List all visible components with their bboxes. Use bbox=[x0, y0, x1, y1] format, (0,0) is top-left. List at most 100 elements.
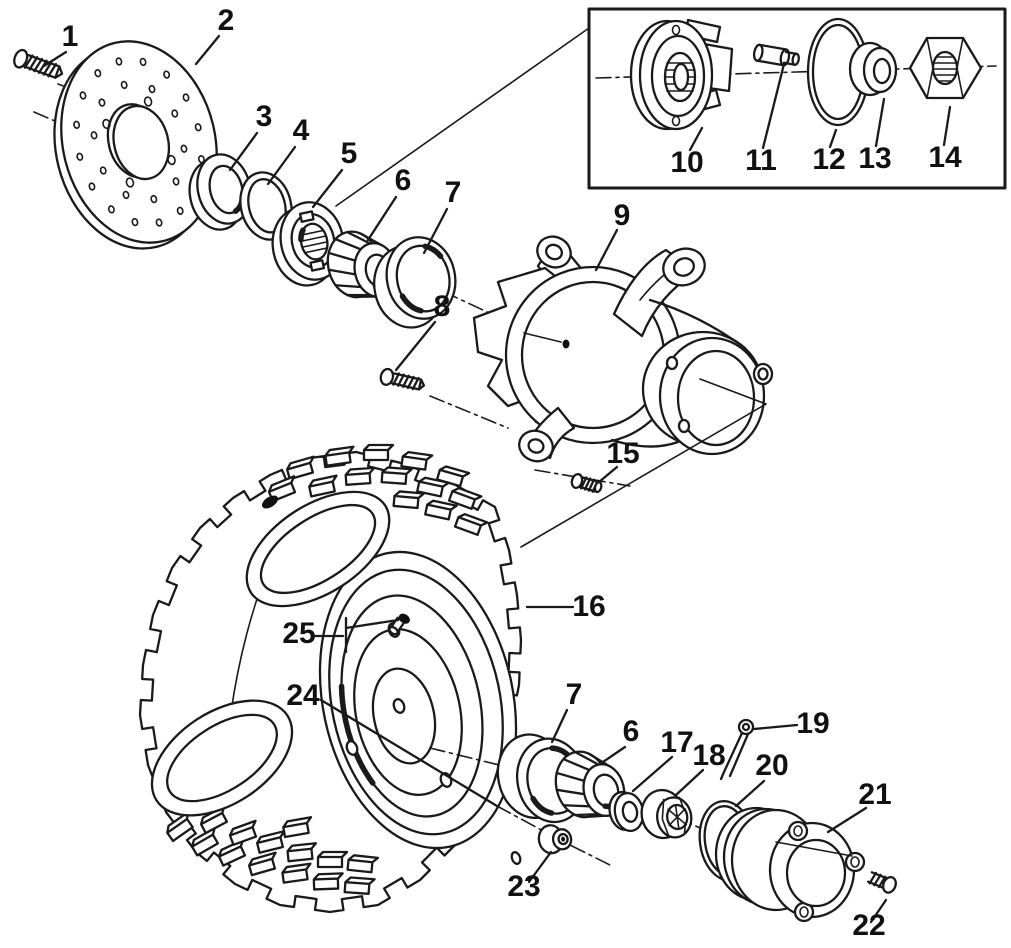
disc-hole bbox=[94, 69, 102, 78]
part-18-nut bbox=[640, 788, 693, 840]
disc-hole bbox=[180, 144, 188, 153]
rim-lug-hole bbox=[392, 698, 406, 714]
leader-24 bbox=[319, 698, 499, 808]
leader-25 bbox=[313, 616, 400, 654]
part-11-pin bbox=[752, 43, 800, 67]
disc-hole bbox=[150, 194, 158, 204]
tread-block bbox=[285, 455, 315, 481]
inset-detail-box bbox=[587, 7, 1007, 190]
callout-14: 14 bbox=[928, 141, 962, 174]
part-2-brake-disc bbox=[53, 40, 218, 250]
tread-block bbox=[282, 816, 313, 839]
disc-hole bbox=[79, 91, 87, 100]
callout-4: 4 bbox=[293, 114, 310, 147]
disc-hole bbox=[99, 166, 107, 175]
tread-block bbox=[308, 474, 338, 498]
disc-hole bbox=[98, 98, 106, 107]
tread-block bbox=[453, 513, 489, 536]
tread-block bbox=[392, 490, 425, 510]
disc-hole bbox=[125, 177, 135, 188]
callout-10: 10 bbox=[670, 146, 703, 179]
callout-13: 13 bbox=[858, 142, 891, 175]
part-14-hex-nut bbox=[908, 36, 983, 100]
tread-block bbox=[316, 850, 349, 869]
disc-hole bbox=[171, 109, 179, 118]
callout-12: 12 bbox=[812, 143, 845, 176]
disc-hole bbox=[163, 70, 171, 79]
tread-block bbox=[362, 443, 395, 462]
tread-block bbox=[346, 854, 380, 874]
mount-plane-lines bbox=[520, 378, 767, 548]
part-10-drive-flange bbox=[629, 18, 734, 131]
tread-block bbox=[324, 445, 355, 467]
callout-23: 23 bbox=[507, 870, 540, 903]
part-23-valve-nut bbox=[537, 824, 573, 855]
part-21-hub-cap bbox=[714, 806, 866, 923]
part-9-knuckle bbox=[472, 235, 774, 463]
part-1-bolt bbox=[13, 48, 64, 79]
callout-9: 9 bbox=[614, 199, 631, 232]
callout-2: 2 bbox=[218, 4, 235, 37]
disc-hole bbox=[73, 120, 81, 129]
part-3-seal bbox=[188, 153, 252, 231]
tire-bead-rings bbox=[150, 490, 391, 817]
disc-hole bbox=[90, 131, 98, 140]
callout-22: 22 bbox=[852, 909, 885, 942]
callout-18: 18 bbox=[692, 739, 725, 772]
inset-box-border bbox=[587, 7, 1007, 190]
disc-hole bbox=[194, 123, 202, 132]
disc-hole bbox=[176, 206, 184, 215]
callout-3: 3 bbox=[256, 100, 273, 133]
disc-hole bbox=[143, 96, 153, 107]
tread-block bbox=[255, 830, 286, 854]
disc-hole bbox=[167, 154, 176, 166]
callout-25: 25 bbox=[282, 617, 315, 650]
tread-block bbox=[247, 851, 277, 877]
disc-hole bbox=[155, 218, 163, 227]
callout-15: 15 bbox=[606, 437, 639, 470]
disc-hole bbox=[120, 80, 128, 90]
disc-hole bbox=[182, 93, 190, 102]
part-8-bolt bbox=[379, 367, 426, 391]
tread-block bbox=[343, 876, 376, 895]
disc-hole bbox=[122, 190, 130, 200]
tread-block bbox=[424, 499, 458, 521]
disc-hole bbox=[76, 152, 84, 161]
callout-19: 19 bbox=[796, 707, 829, 740]
disc-hole bbox=[148, 84, 156, 94]
disc-hole bbox=[139, 57, 147, 67]
tread-block bbox=[281, 862, 312, 884]
tread-block bbox=[380, 466, 413, 485]
callout-5: 5 bbox=[341, 137, 358, 170]
callout-21: 21 bbox=[858, 778, 891, 811]
tread-block bbox=[344, 466, 376, 486]
rim-lip-hole bbox=[510, 851, 522, 865]
callout-24: 24 bbox=[286, 679, 320, 712]
rim-lug-hole bbox=[345, 740, 359, 756]
callout-7b: 7 bbox=[566, 678, 583, 711]
tread-blocks bbox=[166, 443, 489, 895]
callout-6b: 6 bbox=[623, 715, 640, 748]
callout-11: 11 bbox=[745, 144, 777, 177]
tread-block bbox=[286, 842, 318, 863]
part-15-screw bbox=[570, 472, 603, 494]
callout-6: 6 bbox=[395, 164, 412, 197]
callout-20: 20 bbox=[755, 749, 788, 782]
callout-16: 16 bbox=[572, 590, 605, 623]
part-13-retainer-washer bbox=[848, 41, 898, 97]
tread-block bbox=[447, 487, 483, 510]
tread-block bbox=[400, 450, 434, 471]
tread-block bbox=[416, 476, 450, 498]
leader-lines bbox=[42, 34, 952, 924]
callout-labels: 1 2 3 4 5 6 7 8 9 10 11 12 13 14 15 16 7… bbox=[62, 4, 962, 942]
part-25-valve-stem bbox=[388, 613, 410, 636]
disc-hole bbox=[107, 205, 115, 214]
callout-17: 17 bbox=[660, 726, 693, 759]
disc-hole bbox=[102, 118, 111, 130]
disc-hole bbox=[131, 217, 139, 227]
part-7-race bbox=[373, 236, 457, 329]
part-22-screw bbox=[866, 871, 897, 894]
tread-block bbox=[312, 872, 344, 891]
part-17-washer bbox=[608, 790, 645, 833]
callout-7: 7 bbox=[445, 176, 462, 209]
